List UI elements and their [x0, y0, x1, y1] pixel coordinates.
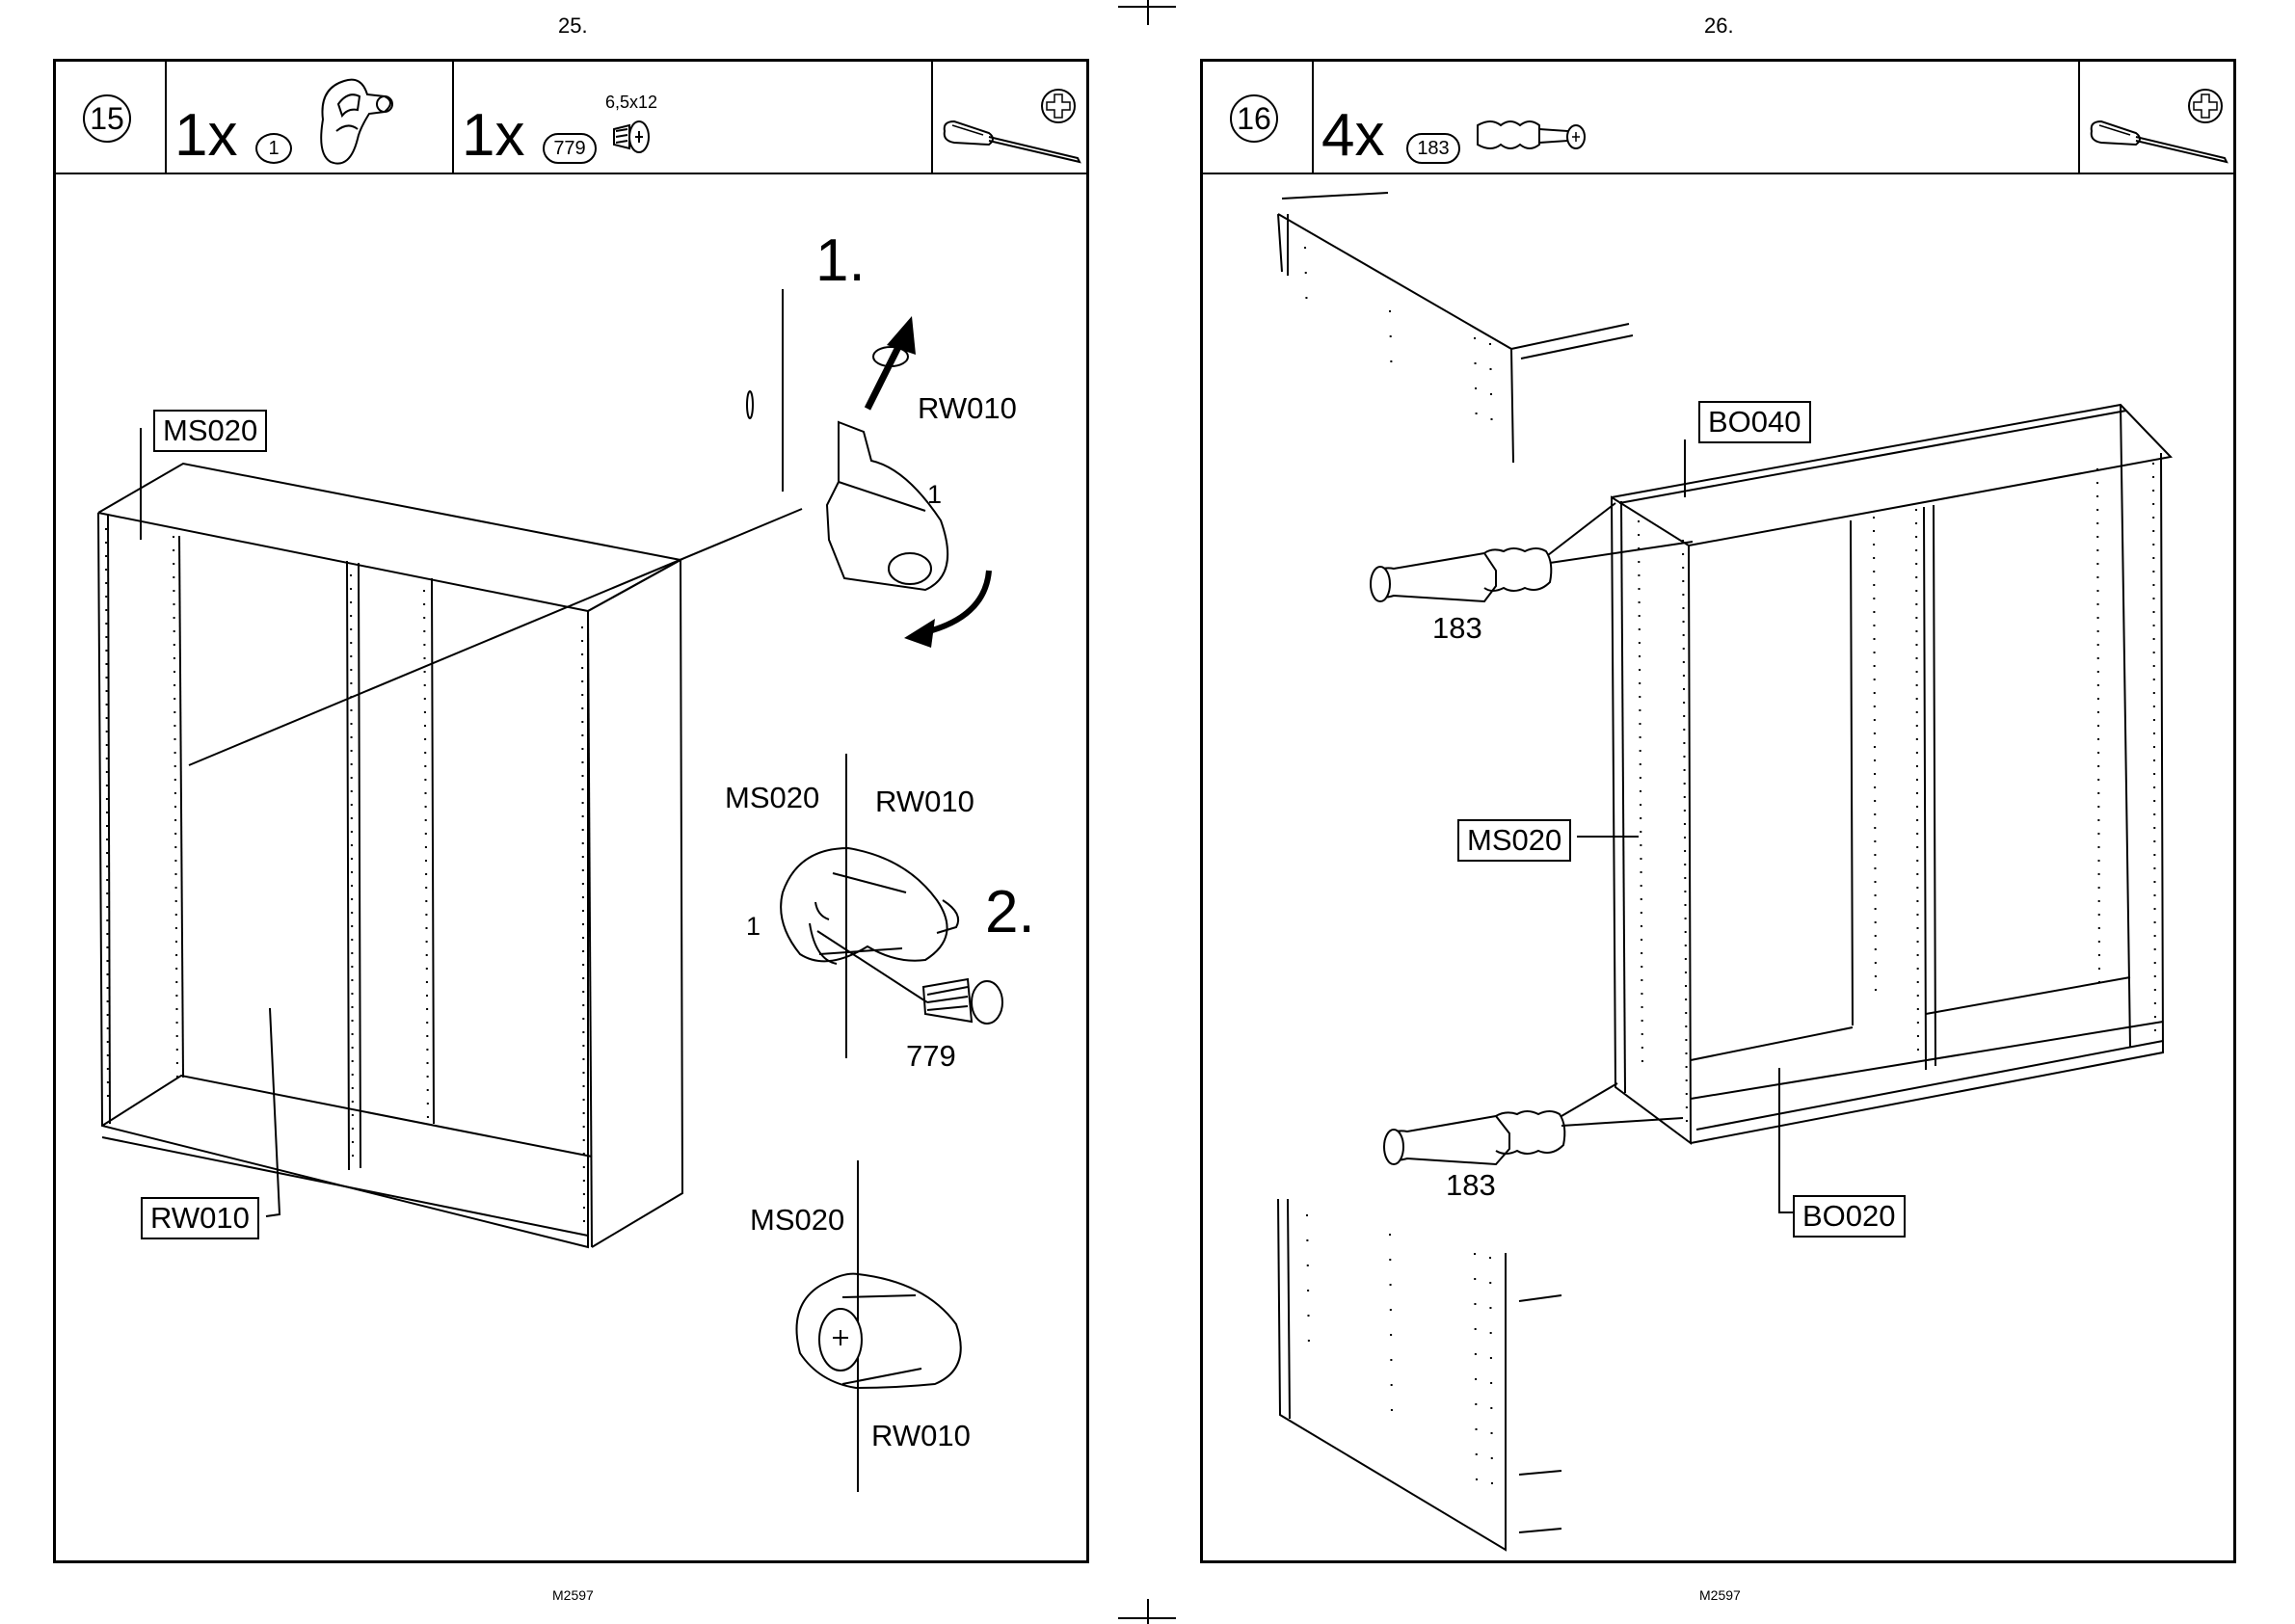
substep-2: 2.: [985, 883, 1035, 943]
cam-dowel-icon: [1468, 62, 1603, 173]
phillips-head-icon: [2080, 62, 2236, 173]
label-bo040: BO040: [1698, 401, 1811, 443]
label-rw010: RW010: [141, 1197, 259, 1239]
part-quantity: 1x: [174, 106, 237, 166]
step-cell: 16: [1203, 62, 1314, 173]
part-cell-2: 1x 779 6,5x12: [454, 62, 933, 173]
label-ms020: MS020: [1457, 819, 1571, 862]
crop-mark: [1118, 1617, 1176, 1619]
step-number: 15: [83, 94, 131, 143]
label-bo020: BO020: [1793, 1195, 1906, 1238]
label-rw010: RW010: [871, 1421, 971, 1451]
step-number: 16: [1230, 94, 1278, 143]
substep-1: 1.: [815, 231, 866, 291]
page-number: 25.: [558, 13, 588, 39]
part-callout: 183: [1446, 1170, 1496, 1200]
screw-icon: [606, 62, 683, 173]
document-code: M2597: [552, 1587, 594, 1603]
part-number-badge: 1: [255, 133, 292, 164]
crop-mark: [1147, 1599, 1149, 1624]
part-callout: 779: [906, 1041, 956, 1071]
tools-cell: [933, 62, 1089, 173]
phillips-head-icon: [933, 62, 1089, 173]
part-callout: 1: [746, 912, 761, 942]
step-cell: 15: [56, 62, 167, 173]
part-quantity: 1x: [462, 106, 524, 166]
cam-lock-icon: [302, 62, 475, 173]
part-cell-1: 4x 183: [1314, 62, 2080, 173]
parts-header: 16 4x 183: [1203, 62, 2233, 174]
label-ms020: MS020: [153, 410, 267, 452]
crop-mark: [1147, 0, 1149, 25]
label-rw010: RW010: [918, 393, 1017, 423]
crop-mark: [1118, 6, 1176, 8]
part-number-badge: 779: [543, 133, 597, 164]
part-number-badge: 183: [1406, 133, 1460, 164]
label-ms020: MS020: [725, 783, 819, 812]
page-number: 26.: [1704, 13, 1734, 39]
label-rw010: RW010: [875, 786, 974, 816]
step-16-panel: 16 4x 183: [1200, 59, 2236, 1563]
part-callout: 1: [927, 480, 942, 510]
tools-cell: [2080, 62, 2236, 173]
part-cell-1: 1x 1: [167, 62, 454, 173]
parts-header: 15 1x 1 1x 779 6,5x12: [56, 62, 1086, 174]
part-quantity: 4x: [1321, 106, 1384, 166]
label-ms020: MS020: [750, 1205, 844, 1235]
document-code: M2597: [1699, 1587, 1741, 1603]
part-callout: 183: [1432, 613, 1482, 643]
